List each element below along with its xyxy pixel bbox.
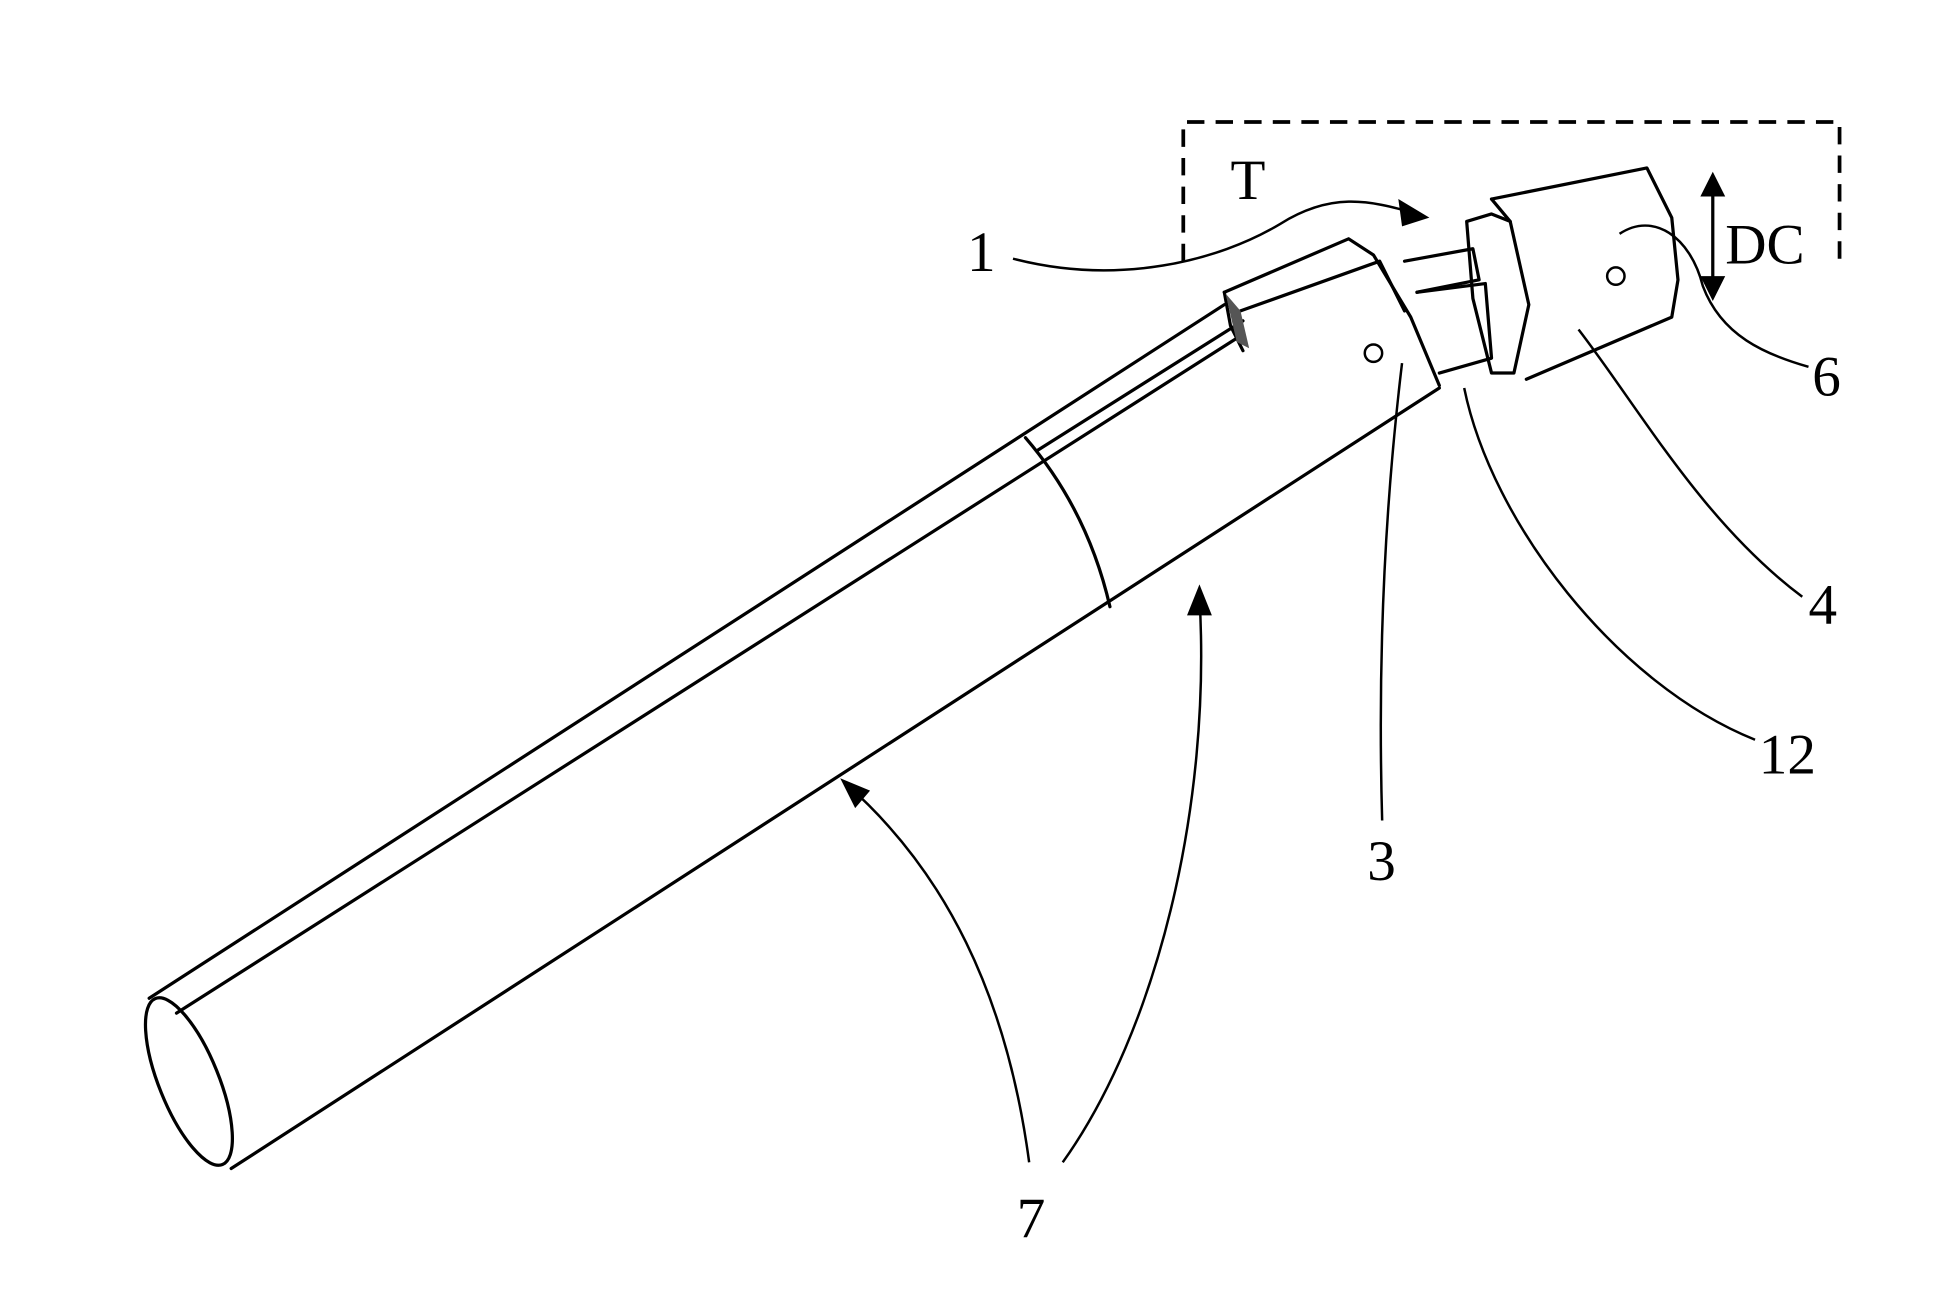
label-axis-point-body: 3 <box>1367 830 1396 893</box>
interface-neck <box>1402 247 1494 375</box>
label-cutting-head: 4 <box>1808 574 1837 637</box>
leader-lines <box>840 199 1809 1164</box>
label-interface: 12 <box>1759 723 1816 786</box>
label-cutting-part: 1 <box>967 221 996 284</box>
label-axis-point-head: 6 <box>1812 345 1841 408</box>
label-shank: 7 <box>1017 1187 1046 1250</box>
shank <box>143 303 1441 1171</box>
label-diameter: DC <box>1725 214 1804 277</box>
cutting-head <box>1465 166 1680 381</box>
diameter-arrow <box>1700 171 1726 301</box>
tool-region-box <box>1181 120 1842 262</box>
body-head <box>1222 237 1441 388</box>
label-tool-region: T <box>1231 149 1266 212</box>
